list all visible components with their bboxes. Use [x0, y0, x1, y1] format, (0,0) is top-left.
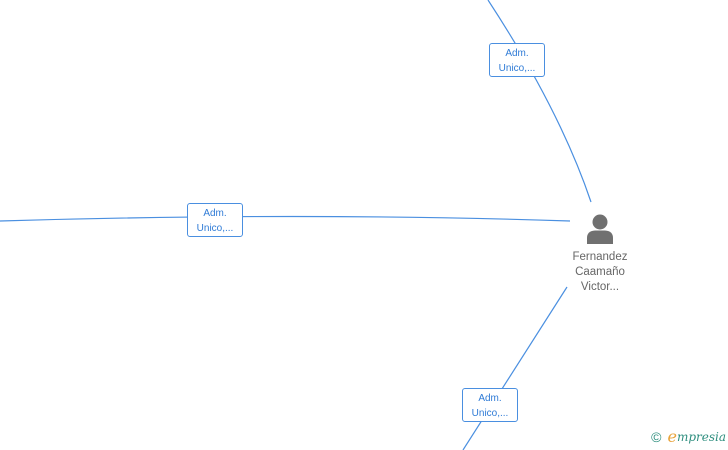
- edge-label-top[interactable]: Adm. Unico,...: [489, 43, 545, 77]
- brand-logo-text: mpresia: [676, 429, 726, 444]
- edge-label-line1: Adm.: [505, 48, 529, 59]
- person-name-line2: Caamaño: [575, 266, 625, 278]
- edge-label-line2: Unico,...: [471, 408, 509, 419]
- brand-logo-initial: e: [667, 427, 677, 446]
- person-icon: [587, 214, 613, 244]
- edge-line-top[interactable]: [487, 0, 592, 203]
- edge-label-line2: Unico,...: [196, 223, 234, 234]
- person-name-line3: Victor...: [580, 281, 620, 293]
- person-name: Fernandez Caamaño Victor...: [560, 250, 640, 295]
- copyright-icon: ©: [651, 428, 662, 445]
- edge-label-line1: Adm.: [478, 393, 502, 404]
- person-node[interactable]: Fernandez Caamaño Victor...: [560, 212, 640, 295]
- person-name-line1: Fernandez: [572, 251, 628, 263]
- edge-label-line1: Adm.: [203, 208, 227, 219]
- edge-label-left[interactable]: Adm. Unico,...: [187, 203, 243, 237]
- edge-line-left[interactable]: [0, 215, 571, 222]
- brand-watermark: © e mpresia: [651, 427, 726, 446]
- edge-label-bottom[interactable]: Adm. Unico,...: [462, 388, 518, 422]
- edge-line-bottom[interactable]: [462, 286, 568, 450]
- edge-label-line2: Unico,...: [498, 63, 536, 74]
